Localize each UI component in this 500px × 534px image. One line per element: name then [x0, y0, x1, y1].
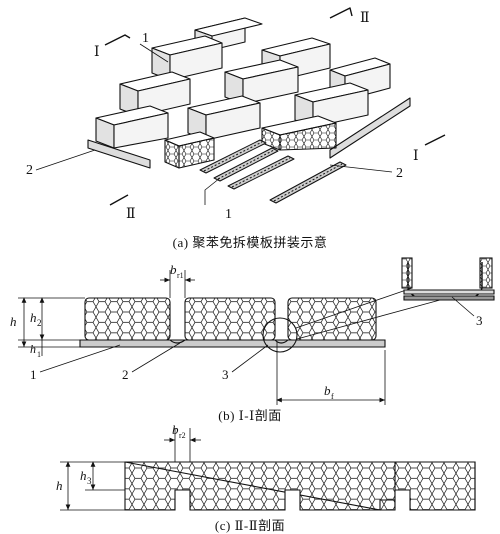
dim-h: h	[10, 314, 17, 329]
leader-2-left	[35, 149, 96, 171]
section-label-1-top: Ⅰ	[94, 45, 100, 60]
rib-grooves	[174, 489, 411, 510]
leader-b1	[39, 344, 121, 373]
leader-b3-detail	[451, 296, 475, 317]
callout-2-right: 2	[396, 166, 403, 181]
leader-1-bottom	[204, 177, 221, 205]
dim-h3: h	[80, 468, 87, 483]
section-mark-1-top	[104, 34, 131, 46]
section-label-2-bottom: Ⅱ	[126, 207, 136, 222]
callout-b3-detail: 3	[476, 313, 483, 328]
leader-b3	[231, 344, 269, 373]
callout-1-top: 1	[142, 31, 149, 46]
steel-channel	[79, 339, 386, 348]
dim-br2-sub: r2	[179, 431, 186, 440]
dimension-lines-c	[60, 428, 201, 511]
detail-inset	[401, 257, 495, 301]
dim-c-h: h	[56, 478, 63, 493]
rib-channels	[199, 139, 347, 204]
dim-h2: h	[30, 310, 37, 325]
leader-2-right	[329, 164, 393, 173]
leader-b2	[131, 342, 181, 373]
callout-b3: 3	[222, 367, 229, 382]
dim-br2: b	[172, 422, 179, 437]
dim-h3-sub: 3	[87, 476, 92, 486]
dim-br1: b	[170, 262, 177, 277]
foam-block	[287, 297, 377, 341]
dimension-lines	[18, 270, 386, 405]
dim-h1-sub: 1	[37, 350, 41, 359]
panel-a-isometric	[35, 7, 446, 206]
dim-br1-sub: r1	[177, 271, 184, 280]
callout-b1: 1	[30, 367, 37, 382]
section-mark-1-right	[424, 134, 446, 146]
dim-bf: b	[324, 383, 331, 398]
foam-block	[184, 297, 276, 341]
dim-h1: h	[30, 342, 36, 356]
section-mark-2-bottom	[109, 194, 129, 206]
caption-a: (a) 聚苯免拆模板拼装示意	[172, 235, 328, 250]
caption-c: (c) Ⅱ-Ⅱ剖面	[214, 518, 286, 533]
detail-leader	[295, 287, 413, 329]
panel-b-section	[18, 257, 495, 405]
section-label-2-top: Ⅱ	[360, 11, 370, 26]
base-plate-right	[329, 97, 411, 159]
section-label-1-right: Ⅰ	[413, 149, 419, 164]
panel-c-section	[60, 428, 476, 511]
callout-1-bottom: 1	[225, 207, 232, 222]
callout-2-left: 2	[26, 163, 33, 178]
caption-b: (b) Ⅰ-Ⅰ剖面	[218, 408, 282, 423]
foam-block	[84, 297, 171, 341]
section-mark-2-top	[329, 7, 353, 19]
callout-b2: 2	[122, 367, 129, 382]
dim-bf-sub: f	[331, 392, 334, 401]
leader-1-top	[139, 43, 169, 63]
detail-circle	[262, 317, 298, 353]
base-plate-left	[87, 139, 151, 169]
dim-h2-sub: 2	[37, 318, 42, 328]
